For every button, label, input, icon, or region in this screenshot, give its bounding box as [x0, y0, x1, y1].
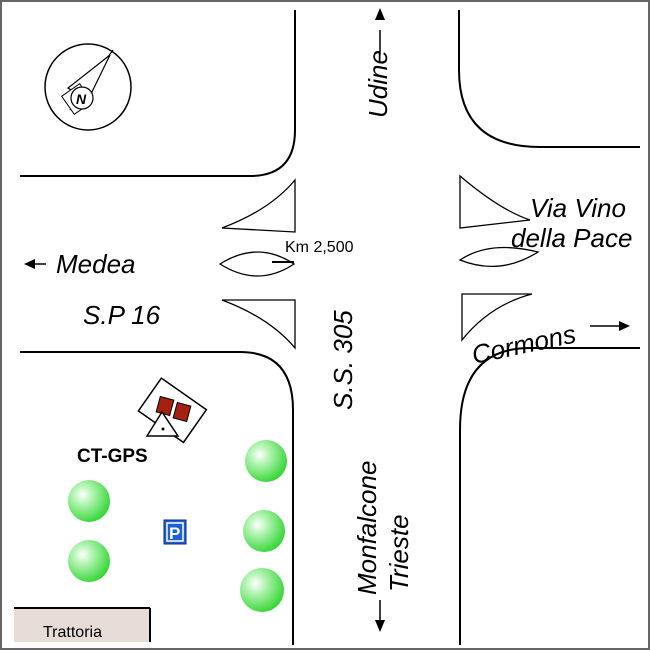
- road-edge-bottom-right: [459, 347, 640, 645]
- label-monfalcone: Monfalcone: [352, 461, 382, 595]
- arrow-down-icon: [375, 600, 385, 632]
- label-ct-gps: CT-GPS: [77, 446, 148, 467]
- island-right-bottom: [461, 293, 533, 342]
- island-right-top: [459, 174, 531, 229]
- tree-icon: [68, 480, 110, 522]
- arrow-right-icon: [590, 321, 630, 331]
- compass-icon: N: [44, 43, 132, 131]
- tree-icon: [245, 440, 287, 482]
- gps-station-icon: [137, 377, 208, 444]
- label-medea: Medea: [56, 249, 136, 279]
- trattoria-sign: Trattoria: [14, 607, 151, 642]
- label-sp16: S.P 16: [83, 300, 161, 330]
- road-edge-bottom-left: [20, 351, 294, 645]
- label-trieste: Trieste: [384, 514, 414, 592]
- label-via-vino-line1: Via Vino: [530, 193, 626, 223]
- road-edge-top-right: [458, 10, 640, 148]
- island-left-bottom: [221, 299, 296, 350]
- arrow-left-icon: [24, 259, 46, 269]
- island-right-middle: [458, 246, 540, 268]
- parking-icon: P: [163, 519, 187, 545]
- island-left-middle: [218, 251, 296, 277]
- km-label: Km 2,500: [285, 239, 354, 256]
- svg-text:P: P: [169, 524, 180, 543]
- tree-icon: [240, 568, 284, 612]
- road-edge-top-left: [20, 10, 296, 177]
- svg-text:Trattoria: Trattoria: [43, 624, 102, 641]
- tree-icon: [243, 510, 285, 552]
- island-left-top: [221, 178, 296, 233]
- arrow-up-icon: [375, 8, 385, 55]
- svg-text:N: N: [76, 91, 87, 107]
- label-udine: Udine: [363, 50, 393, 118]
- label-via-vino-line2: della Pace: [511, 223, 632, 253]
- tree-icon: [68, 540, 110, 582]
- label-ss305: S.S. 305: [328, 310, 358, 410]
